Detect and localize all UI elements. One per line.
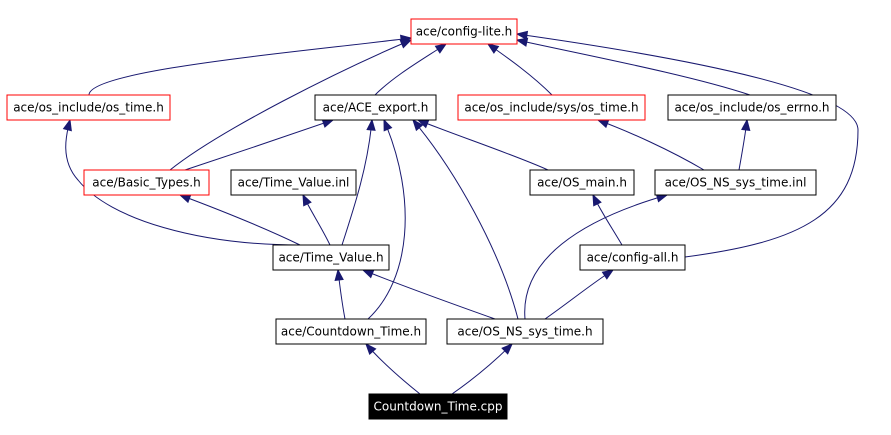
arrowhead-icon [412, 118, 424, 132]
node-label: ace/ACE_export.h [323, 101, 429, 115]
edge-line [412, 119, 519, 320]
edge-os-ns-sys-time-inl-to-sys-os-time [596, 119, 705, 171]
edge-sys-os-time-to-config-lite [486, 43, 553, 96]
node-time-value-h[interactable]: ace/Time_Value.h [272, 244, 390, 271]
edge-time-value-h-to-ace-export [341, 118, 376, 246]
arrowhead-icon [592, 193, 602, 207]
node-countdown-time-cpp[interactable]: Countdown_Time.cpp [368, 393, 508, 420]
node-label: ace/os_include/os_time.h [13, 101, 164, 115]
arrowhead-icon [399, 39, 413, 49]
node-label: ace/Time_Value.inl [238, 176, 350, 190]
edge-line [417, 119, 549, 171]
node-label: ace/Basic_Types.h [92, 176, 200, 190]
edge-line [544, 269, 614, 320]
edge-line [597, 119, 705, 171]
edge-os-ns-sys-time-inl-to-os-errno [738, 118, 751, 171]
arrowhead-icon [383, 118, 393, 132]
edge-ace-export-to-config-lite [374, 43, 448, 96]
arrowhead-icon [62, 118, 72, 132]
node-label: ace/os_include/sys/os_time.h [464, 101, 638, 115]
edge-line [341, 119, 373, 246]
arrowhead-icon [486, 43, 500, 54]
edge-basic-types-to-config-lite [169, 39, 413, 171]
arrowhead-icon [321, 118, 335, 128]
node-label: ace/OS_main.h [537, 176, 627, 190]
node-config-all[interactable]: ace/config-all.h [579, 244, 686, 271]
edge-line [362, 269, 496, 320]
arrowhead-icon [601, 269, 615, 280]
edge-line [516, 39, 751, 96]
arrowhead-icon [366, 118, 376, 131]
edge-line [365, 343, 421, 395]
arrowhead-icon [334, 268, 344, 281]
node-countdown-time-h[interactable]: ace/Countdown_Time.h [275, 318, 427, 345]
edge-os-main-to-ace-export [416, 119, 549, 171]
node-label: ace/config-all.h [587, 251, 679, 265]
arrowhead-icon [365, 342, 377, 355]
edge-line [65, 119, 301, 246]
arrowhead-icon [434, 43, 448, 54]
edge-line [184, 119, 334, 171]
edge-line [367, 119, 406, 320]
edge-os-ns-sys-time-h-to-config-all [544, 269, 615, 320]
node-os-errno[interactable]: ace/os_include/os_errno.h [667, 94, 837, 121]
edge-config-all-to-config-lite [515, 30, 859, 258]
edge-line [88, 37, 412, 96]
edge-time-value-h-to-time-value-inl [302, 193, 331, 246]
edge-time-value-h-to-os-time [62, 118, 301, 246]
node-ace-export[interactable]: ace/ACE_export.h [314, 94, 437, 121]
arrowhead-icon [515, 30, 529, 41]
edge-countdown-time-cpp-to-os-ns-sys-time-h [451, 343, 513, 395]
edge-line [524, 194, 668, 320]
arrowhead-icon [501, 343, 513, 355]
edge-line [516, 33, 859, 258]
edge-basic-types-to-ace-export [184, 118, 335, 171]
node-os-ns-sys-time-inl[interactable]: ace/OS_NS_sys_time.inl [654, 169, 817, 196]
edge-line [179, 194, 301, 246]
arrowhead-icon [596, 119, 610, 129]
node-config-lite[interactable]: ace/config-lite.h [410, 18, 518, 45]
edge-countdown-time-h-to-ace-export [367, 118, 406, 320]
arrowhead-icon [178, 194, 192, 204]
edge-line [169, 39, 412, 171]
edge-config-all-to-os-main [592, 193, 623, 246]
node-label: ace/config-lite.h [416, 25, 513, 39]
edge-os-ns-sys-time-h-to-ace-export [412, 118, 519, 320]
edge-os-ns-sys-time-h-to-time-value-h [361, 269, 496, 320]
arrowhead-icon [741, 118, 751, 131]
arrowhead-icon [361, 269, 375, 279]
node-label: ace/os_include/os_errno.h [674, 101, 829, 115]
node-label: ace/Countdown_Time.h [281, 325, 421, 339]
node-os-ns-sys-time-h[interactable]: ace/OS_NS_sys_time.h [446, 318, 604, 345]
node-os-main[interactable]: ace/OS_main.h [529, 169, 635, 196]
node-label: Countdown_Time.cpp [373, 400, 502, 414]
edges-layer [62, 30, 859, 395]
node-label: ace/OS_NS_sys_time.inl [665, 176, 807, 190]
arrowhead-icon [302, 193, 312, 207]
edge-os-errno-to-config-lite [515, 37, 751, 96]
edge-countdown-time-cpp-to-countdown-time-h [365, 342, 421, 395]
node-label: ace/Time_Value.h [278, 251, 383, 265]
node-time-value-inl[interactable]: ace/Time_Value.inl [230, 169, 357, 196]
edge-countdown-time-h-to-time-value-h [334, 268, 346, 320]
node-sys-os-time[interactable]: ace/os_include/sys/os_time.h [457, 94, 646, 121]
node-os-time[interactable]: ace/os_include/os_time.h [6, 94, 171, 121]
edge-line [451, 343, 513, 395]
node-basic-types[interactable]: ace/Basic_Types.h [83, 169, 210, 196]
edge-line [487, 43, 553, 96]
arrowhead-icon [515, 37, 529, 47]
node-label: ace/OS_NS_sys_time.h [457, 325, 592, 339]
edge-time-value-h-to-basic-types [178, 194, 301, 246]
edge-os-time-to-config-lite [88, 34, 413, 96]
edge-line [374, 43, 447, 96]
